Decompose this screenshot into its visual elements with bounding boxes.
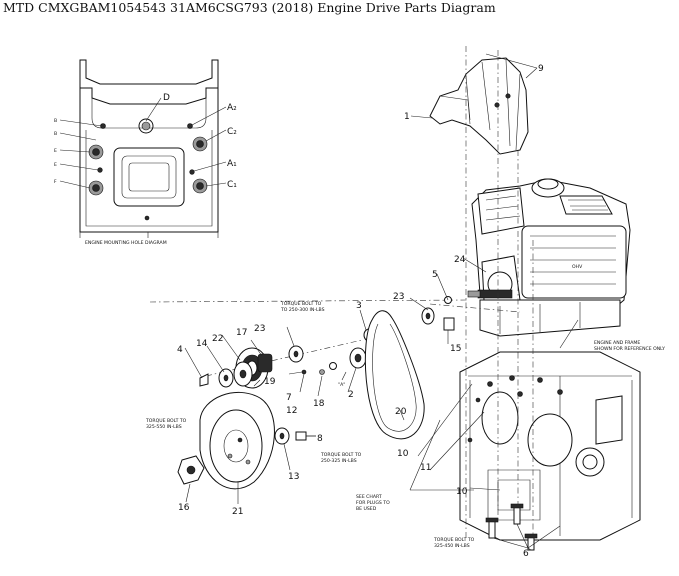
callout-1: 1 <box>404 112 410 122</box>
hole-label-b2: B <box>54 131 57 137</box>
callout-a: "A" <box>338 382 345 388</box>
hole-label-b1: B <box>54 118 57 124</box>
callout-23a: 23 <box>254 324 265 334</box>
frame-bolts <box>485 503 538 551</box>
note-torque-2-line1: TORQUE BOLT TO <box>145 418 187 424</box>
callout-21: 21 <box>232 507 243 517</box>
hole-label-f1: F <box>54 179 57 185</box>
frame <box>459 351 641 541</box>
callout-2: 2 <box>348 390 354 400</box>
callout-7: 7 <box>286 393 292 403</box>
hole-label-a1: A₁ <box>227 159 237 169</box>
mounting-plate <box>79 59 219 238</box>
note-torque-3-line1: TORQUE BOLT TO <box>320 452 362 458</box>
callout-10b: 10 <box>456 487 468 497</box>
callout-12: 12 <box>286 406 297 416</box>
belt-cover <box>429 57 529 155</box>
callout-13: 13 <box>288 472 299 482</box>
callout-6: 6 <box>523 549 529 559</box>
note-engine-ref-line1: ENGINE AND FRAME <box>594 340 640 346</box>
callout-3: 3 <box>356 301 362 311</box>
callout-4: 4 <box>177 345 183 355</box>
callout-17: 17 <box>236 328 247 338</box>
callout-11: 11 <box>420 463 431 473</box>
callout-18: 18 <box>313 399 325 409</box>
mounting-holes <box>88 118 208 221</box>
callout-15: 15 <box>450 344 461 354</box>
callout-5: 5 <box>432 270 438 280</box>
leader-lines <box>184 53 579 551</box>
note-torque-1-line1: TORQUE BOLT TO <box>280 301 322 307</box>
note-torque-4-line1: TORQUE BOLT TO <box>433 537 475 543</box>
note-torque-1-line2: TO 250-300 IN-LBS <box>280 307 325 313</box>
mounting-hole-labels: D A₂ C₂ A₁ C₁ B B E E F <box>54 93 237 190</box>
notes: TORQUE BOLT TO TO 250-300 IN-LBS TORQUE … <box>145 301 665 549</box>
engine-brand-mark: OHV <box>572 264 583 270</box>
centerlines <box>149 46 534 540</box>
mounting-diagram-caption: ENGINE MOUNTING HOLE DIAGRAM <box>85 240 167 246</box>
callout-16: 16 <box>178 503 190 513</box>
hole-label-a2: A₂ <box>227 103 237 113</box>
callout-19: 19 <box>264 377 276 387</box>
callout-9: 9 <box>538 64 544 74</box>
callout-numbers: 1 2 3 4 5 6 7 8 9 10 10 11 12 13 14 15 1… <box>177 64 544 559</box>
hole-label-d: D <box>163 93 170 103</box>
note-engine-ref-line2: SHOWN FOR REFERENCE ONLY <box>594 346 665 352</box>
note-torque-4-line2: 325-450 IN-LBS <box>434 543 470 549</box>
note-torque-3-line2: 250-325 IN-LBS <box>321 458 357 464</box>
callout-14: 14 <box>196 339 208 349</box>
drive-parts <box>177 296 455 490</box>
hole-label-c2: C₂ <box>227 127 237 137</box>
note-see-chart-line3: BE USED <box>356 506 377 512</box>
callout-22: 22 <box>212 334 223 344</box>
callout-8: 8 <box>317 434 323 444</box>
engine: OHV <box>467 178 631 337</box>
note-see-chart-line1: SEE CHART <box>356 494 382 500</box>
note-torque-2-line2: 325-550 IN-LBS <box>146 424 182 430</box>
hole-label-e1: E <box>54 148 57 154</box>
hole-label-c1: C₁ <box>227 180 237 190</box>
callout-20: 20 <box>395 407 407 417</box>
callout-10a: 10 <box>397 449 409 459</box>
page-title: MTD CMXGBAM1054543 31AM6CSG793 (2018) En… <box>3 0 496 15</box>
hole-label-e2: E <box>54 162 57 168</box>
mounting-leaders <box>59 97 227 189</box>
callout-23b: 23 <box>393 292 404 302</box>
note-see-chart-line2: FOR PLUGS TO <box>356 500 390 506</box>
callout-24: 24 <box>454 255 466 265</box>
